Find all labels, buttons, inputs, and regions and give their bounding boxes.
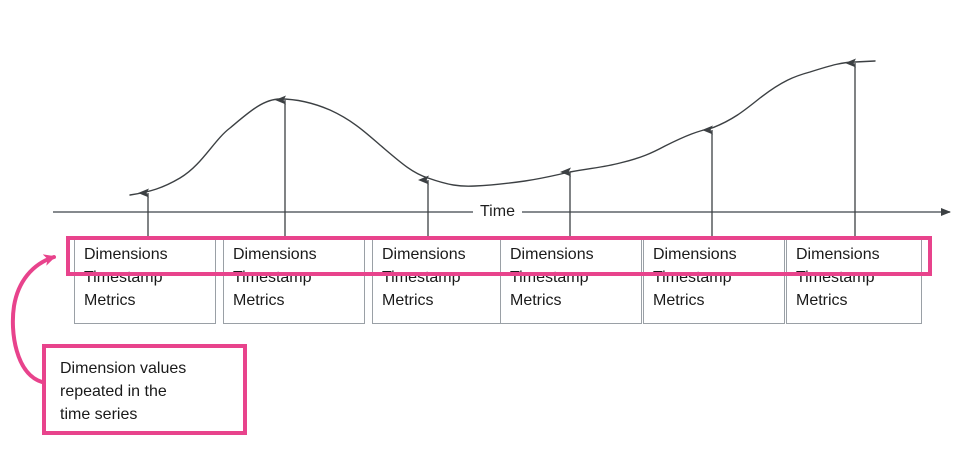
callout-connector — [10, 254, 56, 384]
record-field-timestamp: Timestamp — [382, 269, 461, 286]
record-field-timestamp: Timestamp — [796, 269, 875, 286]
record-field-dimensions: Dimensions — [796, 246, 880, 263]
record-box-1[interactable]: Dimensions Timestamp Metrics — [74, 238, 216, 324]
record-box-6[interactable]: Dimensions Timestamp Metrics — [786, 238, 922, 324]
record-field-dimensions: Dimensions — [653, 246, 737, 263]
record-field-metrics: Metrics — [84, 292, 136, 309]
time-axis-label: Time — [473, 203, 522, 221]
record-box-2[interactable]: Dimensions Timestamp Metrics — [223, 238, 365, 324]
callout-line-3: time series — [60, 406, 138, 423]
record-field-timestamp: Timestamp — [233, 269, 312, 286]
record-field-dimensions: Dimensions — [510, 246, 594, 263]
record-field-timestamp: Timestamp — [653, 269, 732, 286]
record-field-metrics: Metrics — [233, 292, 285, 309]
record-box-5[interactable]: Dimensions Timestamp Metrics — [643, 238, 785, 324]
record-field-metrics: Metrics — [653, 292, 705, 309]
record-field-metrics: Metrics — [510, 292, 562, 309]
record-field-timestamp: Timestamp — [84, 269, 163, 286]
record-field-timestamp: Timestamp — [510, 269, 589, 286]
time-series-curve — [129, 60, 876, 196]
record-field-dimensions: Dimensions — [233, 246, 317, 263]
record-field-metrics: Metrics — [382, 292, 434, 309]
record-box-3[interactable]: Dimensions Timestamp Metrics — [372, 238, 514, 324]
callout-line-2: repeated in the — [60, 383, 167, 400]
record-box-4[interactable]: Dimensions Timestamp Metrics — [500, 238, 642, 324]
callout-line-1: Dimension values — [60, 360, 187, 377]
record-field-metrics: Metrics — [796, 292, 848, 309]
dimension-values-callout: Dimension values repeated in the time se… — [42, 344, 247, 435]
record-field-dimensions: Dimensions — [84, 246, 168, 263]
record-field-dimensions: Dimensions — [382, 246, 466, 263]
